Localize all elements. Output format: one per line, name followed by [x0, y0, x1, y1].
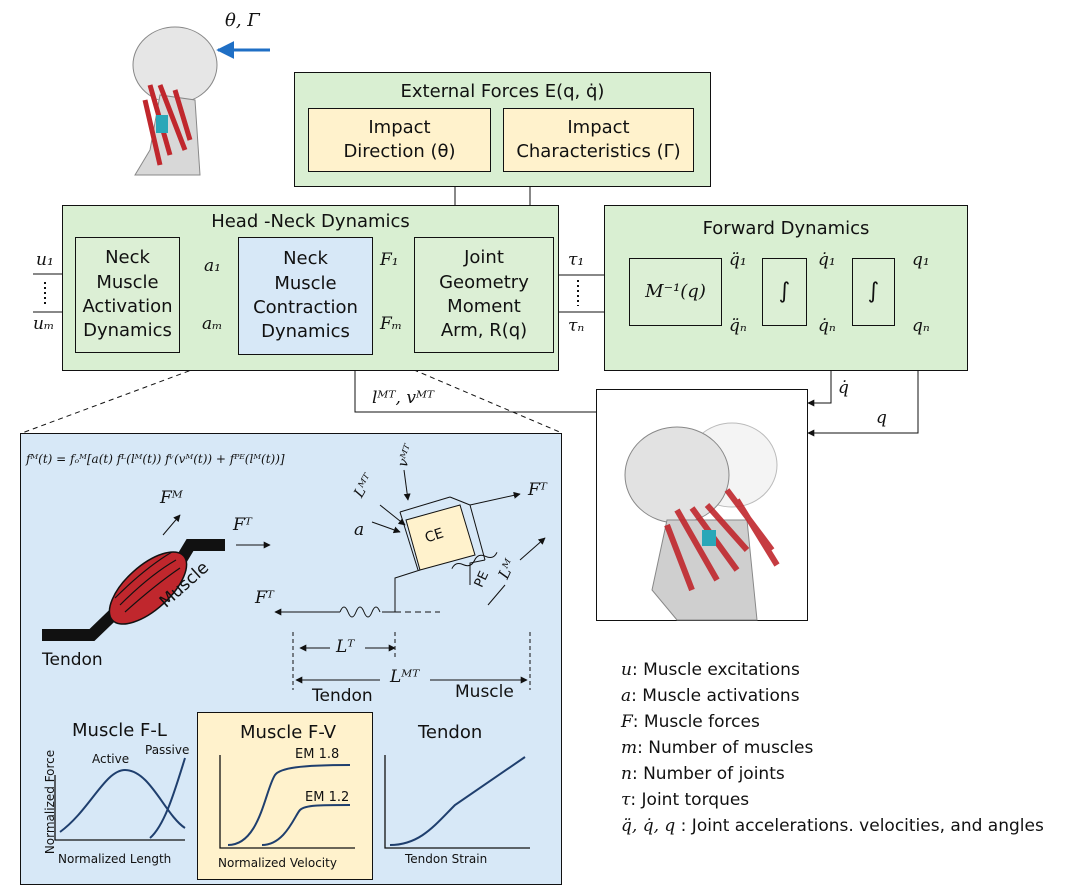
legend-item: τ: Joint torques — [621, 790, 750, 810]
head-motion-image-box — [596, 389, 808, 621]
ce-element — [405, 504, 476, 571]
qdn-label: q̇ₙ — [818, 316, 836, 336]
legend-item: a: Muscle activations — [621, 686, 800, 706]
impact-direction-box: Impact Direction (θ) — [308, 108, 491, 172]
tendon-length-label: Tendon — [312, 686, 373, 706]
legend-item: F: Muscle forces — [621, 712, 760, 732]
activation-dynamics-box: Neck Muscle Activation Dynamics — [75, 237, 180, 353]
muscle-force-equation: fᴹ(t) = fₒᴹ[a(t) fᴸ(lᴹ(t)) fᵛ(vᴹ(t)) + f… — [26, 452, 285, 466]
tendon-curve — [389, 756, 526, 846]
tendon-label: Tendon — [42, 650, 103, 670]
fv-em12-curve — [261, 804, 351, 846]
u1-label: u₁ — [36, 250, 54, 270]
a1-label: a₁ — [204, 256, 221, 276]
head-neck-model-illustration-top — [132, 26, 218, 176]
qdot-feedback-label: q̇ — [838, 378, 849, 398]
inverse-mass-box: M⁻¹(q) — [629, 258, 722, 326]
legend-item: n: Number of joints — [621, 764, 785, 784]
um-label: uₘ — [33, 314, 55, 334]
LT-label: Lᵀ — [336, 637, 355, 657]
theta-gamma-label: θ, Γ — [225, 10, 260, 31]
fl-active-label: Active — [92, 752, 130, 766]
fl-xlabel: Normalized Length — [58, 852, 172, 866]
legend-item: q̈, q̇, q : Joint accelerations. velocit… — [621, 816, 1044, 836]
LMT-label: Lᴹᵀ — [390, 667, 420, 687]
qdd1-label: q̈₁ — [729, 250, 747, 270]
FT-left-label: Fᵀ — [255, 588, 274, 608]
fv-plot-box — [197, 712, 373, 880]
integrator-box-2: ∫ — [852, 258, 895, 326]
tendon-plot-title: Tendon — [418, 722, 483, 743]
legend-item: m: Number of muscles — [621, 738, 814, 758]
fv-xlabel: Normalized Velocity — [218, 856, 337, 870]
integrator-box-1: ∫ — [762, 258, 807, 326]
a-input-label: a — [354, 520, 365, 540]
head-motion-illustration — [624, 422, 780, 621]
qn-label: qₙ — [912, 316, 930, 336]
impact-characteristics-box: Impact Characteristics (Γ) — [503, 108, 694, 172]
legend-item: u: Muscle excitations — [621, 660, 800, 680]
forward-dynamics-title: Forward Dynamics — [702, 218, 870, 239]
muscle-length-label: Muscle — [455, 682, 514, 702]
FM-label: Fᴹ — [160, 488, 183, 508]
fl-passive-label: Passive — [145, 743, 190, 757]
joint-geometry-box: Joint Geometry Moment Arm, R(q) — [414, 237, 554, 353]
fv-em18-curve — [227, 764, 351, 846]
fl-passive-curve — [149, 757, 186, 839]
am-label: aₘ — [202, 314, 223, 334]
fv-em12-label: EM 1.2 — [305, 790, 350, 805]
fl-title: Muscle F-L — [72, 720, 167, 741]
FT-label: Fᵀ — [233, 515, 252, 535]
tendon-plot-xlabel: Tendon Strain — [405, 852, 488, 866]
taun-label: τₙ — [568, 316, 585, 336]
fl-active-curve — [59, 768, 186, 833]
fv-em18-label: EM 1.8 — [295, 747, 340, 762]
qddn-label: q̈ₙ — [729, 316, 747, 336]
Fm-label: Fₘ — [380, 314, 403, 334]
q-feedback-label: q — [876, 408, 887, 428]
head-neck-title: Head -Neck Dynamics — [211, 211, 410, 232]
FT-output-label: Fᵀ — [528, 480, 547, 500]
tau1-label: τ₁ — [568, 250, 585, 270]
qd1-label: q̇₁ — [818, 250, 836, 270]
contraction-dynamics-box: Neck Muscle Contraction Dynamics — [238, 237, 373, 355]
external-forces-title: External Forces E(q, q̇) — [400, 81, 605, 102]
q1-label: q₁ — [912, 250, 930, 270]
lmt-vmt-label: lᴹᵀ, vᴹᵀ — [372, 388, 435, 408]
fl-ylabel: Normalized Force — [43, 749, 58, 855]
muscle-belly — [108, 551, 188, 625]
F1-label: F₁ — [380, 250, 399, 270]
fv-title: Muscle F-V — [240, 722, 337, 743]
